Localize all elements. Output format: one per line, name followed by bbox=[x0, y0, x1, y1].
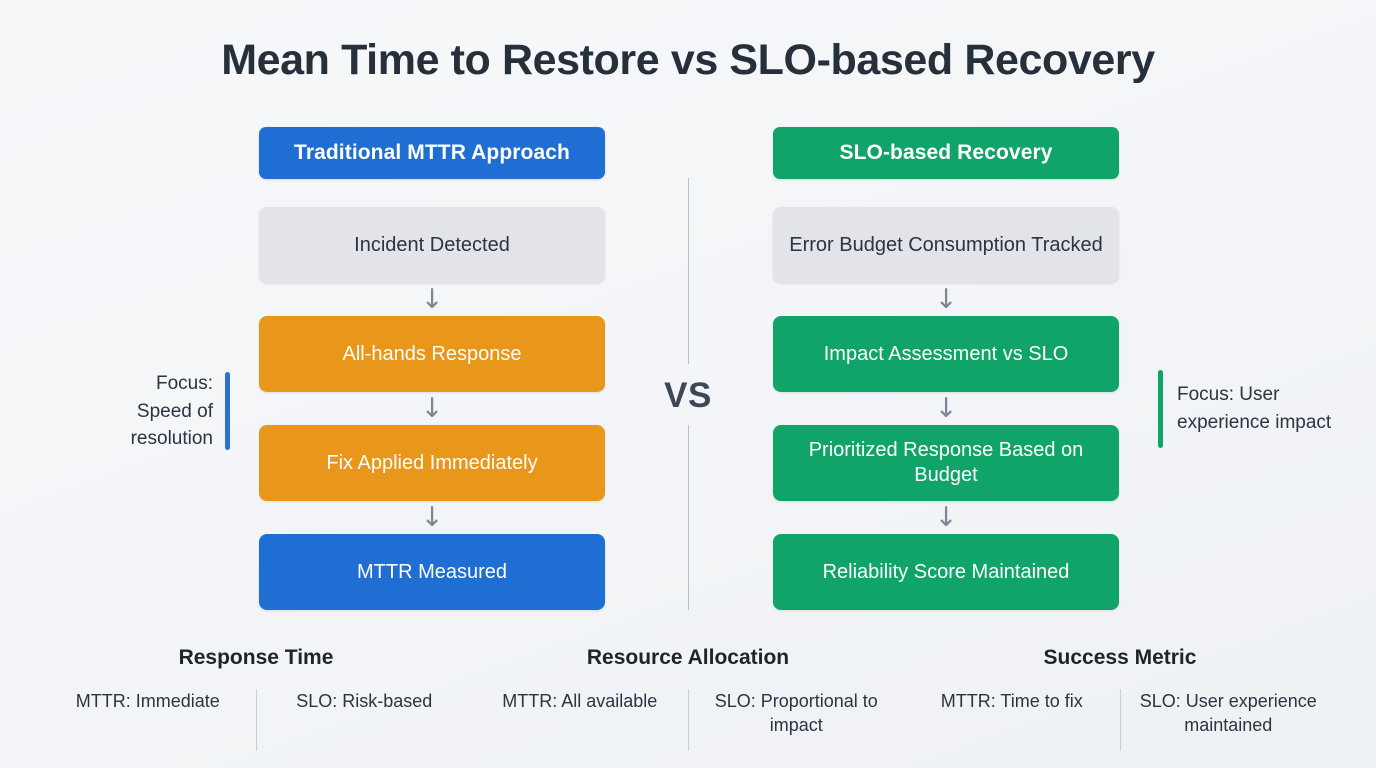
focus-note-right-label: Focus: User experience impact bbox=[1177, 384, 1332, 433]
vs-divider-line-top bbox=[687, 178, 689, 364]
node-fix-applied-immediately: Fix Applied Immediately bbox=[259, 425, 605, 501]
node-prioritized-response-based-on-budget: Prioritized Response Based on Budget bbox=[773, 425, 1119, 501]
comparison-value-mttr: MTTR: All available bbox=[502, 691, 658, 711]
focus-accent-bar-blue bbox=[225, 372, 230, 451]
arrow-down-icon: ↓ bbox=[934, 502, 958, 533]
comparison-section: Response Time MTTR: Immediate SLO: Risk-… bbox=[40, 646, 1336, 751]
node-error-budget-consumption-tracked: Error Budget Consumption Tracked bbox=[773, 207, 1119, 283]
node-incident-detected: Incident Detected bbox=[259, 207, 605, 283]
node-mttr-measured: MTTR Measured bbox=[259, 534, 605, 610]
column-header-slo-based-recovery: SLO-based Recovery bbox=[773, 127, 1119, 179]
focus-note-left: Focus: Speed of resolution bbox=[100, 370, 230, 453]
comparison-values: MTTR: Time to fix SLO: User experience m… bbox=[904, 689, 1336, 751]
comparison-value-slo: SLO: Risk-based bbox=[296, 691, 433, 711]
node-reliability-score-maintained: Reliability Score Maintained bbox=[773, 534, 1119, 610]
arrow-down-icon: ↓ bbox=[934, 284, 958, 315]
comparison-values: MTTR: All available SLO: Proportional to… bbox=[472, 689, 904, 751]
comparison-value-mttr: MTTR: Immediate bbox=[75, 691, 220, 711]
comparison-separator bbox=[1119, 689, 1121, 751]
comparison-values: MTTR: Immediate SLO: Risk-based bbox=[40, 689, 472, 751]
node-all-hands-response: All-hands Response bbox=[259, 316, 605, 392]
arrow-down-icon: ↓ bbox=[420, 393, 444, 424]
column-header-traditional-mttr: Traditional MTTR Approach bbox=[259, 127, 605, 179]
focus-accent-bar-green bbox=[1158, 370, 1163, 448]
comparison-value-slo: SLO: User experience maintained bbox=[1139, 691, 1317, 736]
vs-label: VS bbox=[664, 375, 712, 415]
focus-note-left-label: Focus: Speed of resolution bbox=[130, 373, 213, 450]
column-traditional-mttr: Traditional MTTR Approach Incident Detec… bbox=[259, 127, 605, 610]
vs-divider: VS bbox=[658, 178, 718, 610]
arrow-down-icon: ↓ bbox=[420, 284, 444, 315]
comparison-separator bbox=[687, 689, 689, 751]
vs-divider-line-bottom bbox=[687, 424, 689, 610]
node-impact-assessment-vs-slo: Impact Assessment vs SLO bbox=[773, 316, 1119, 392]
comparison-title: Success Metric bbox=[1043, 646, 1197, 669]
comparison-separator bbox=[255, 689, 257, 751]
arrow-down-icon: ↓ bbox=[934, 393, 958, 424]
comparison-title: Response Time bbox=[178, 646, 334, 669]
page-title: Mean Time to Restore vs SLO-based Recove… bbox=[221, 36, 1155, 84]
focus-note-right: Focus: User experience impact bbox=[1158, 370, 1338, 448]
comparison-group-success-metric: Success Metric MTTR: Time to fix SLO: Us… bbox=[904, 646, 1336, 751]
comparison-value-mttr: MTTR: Time to fix bbox=[940, 691, 1083, 711]
comparison-title: Resource Allocation bbox=[586, 646, 790, 669]
column-slo-based-recovery: SLO-based Recovery Error Budget Consumpt… bbox=[773, 127, 1119, 610]
comparison-group-response-time: Response Time MTTR: Immediate SLO: Risk-… bbox=[40, 646, 472, 751]
arrow-down-icon: ↓ bbox=[420, 502, 444, 533]
comparison-group-resource-allocation: Resource Allocation MTTR: All available … bbox=[472, 646, 904, 751]
comparison-value-slo: SLO: Proportional to impact bbox=[714, 691, 878, 736]
